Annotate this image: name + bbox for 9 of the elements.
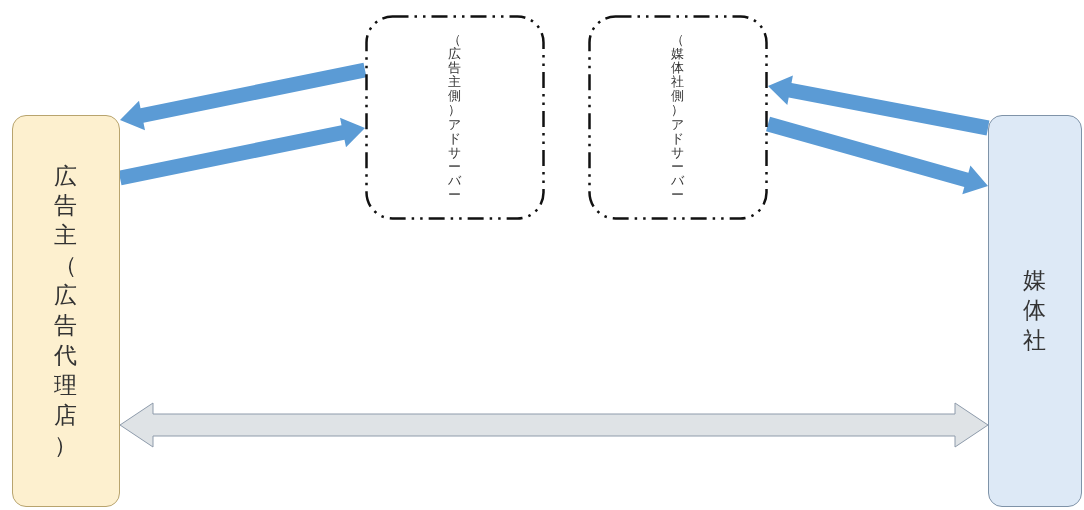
arrow: [118, 117, 365, 186]
party-box: 広告主（広告代理店）: [12, 115, 120, 507]
double-arrow: [119, 402, 989, 448]
party-box: 媒体社: [988, 115, 1082, 507]
arrow: [120, 62, 367, 131]
arrow: [768, 75, 990, 136]
server-box: （広告主側）アドサーバー: [365, 15, 545, 220]
arrow: [766, 116, 988, 195]
server-box: （媒体社側）アドサーバー: [588, 15, 768, 220]
